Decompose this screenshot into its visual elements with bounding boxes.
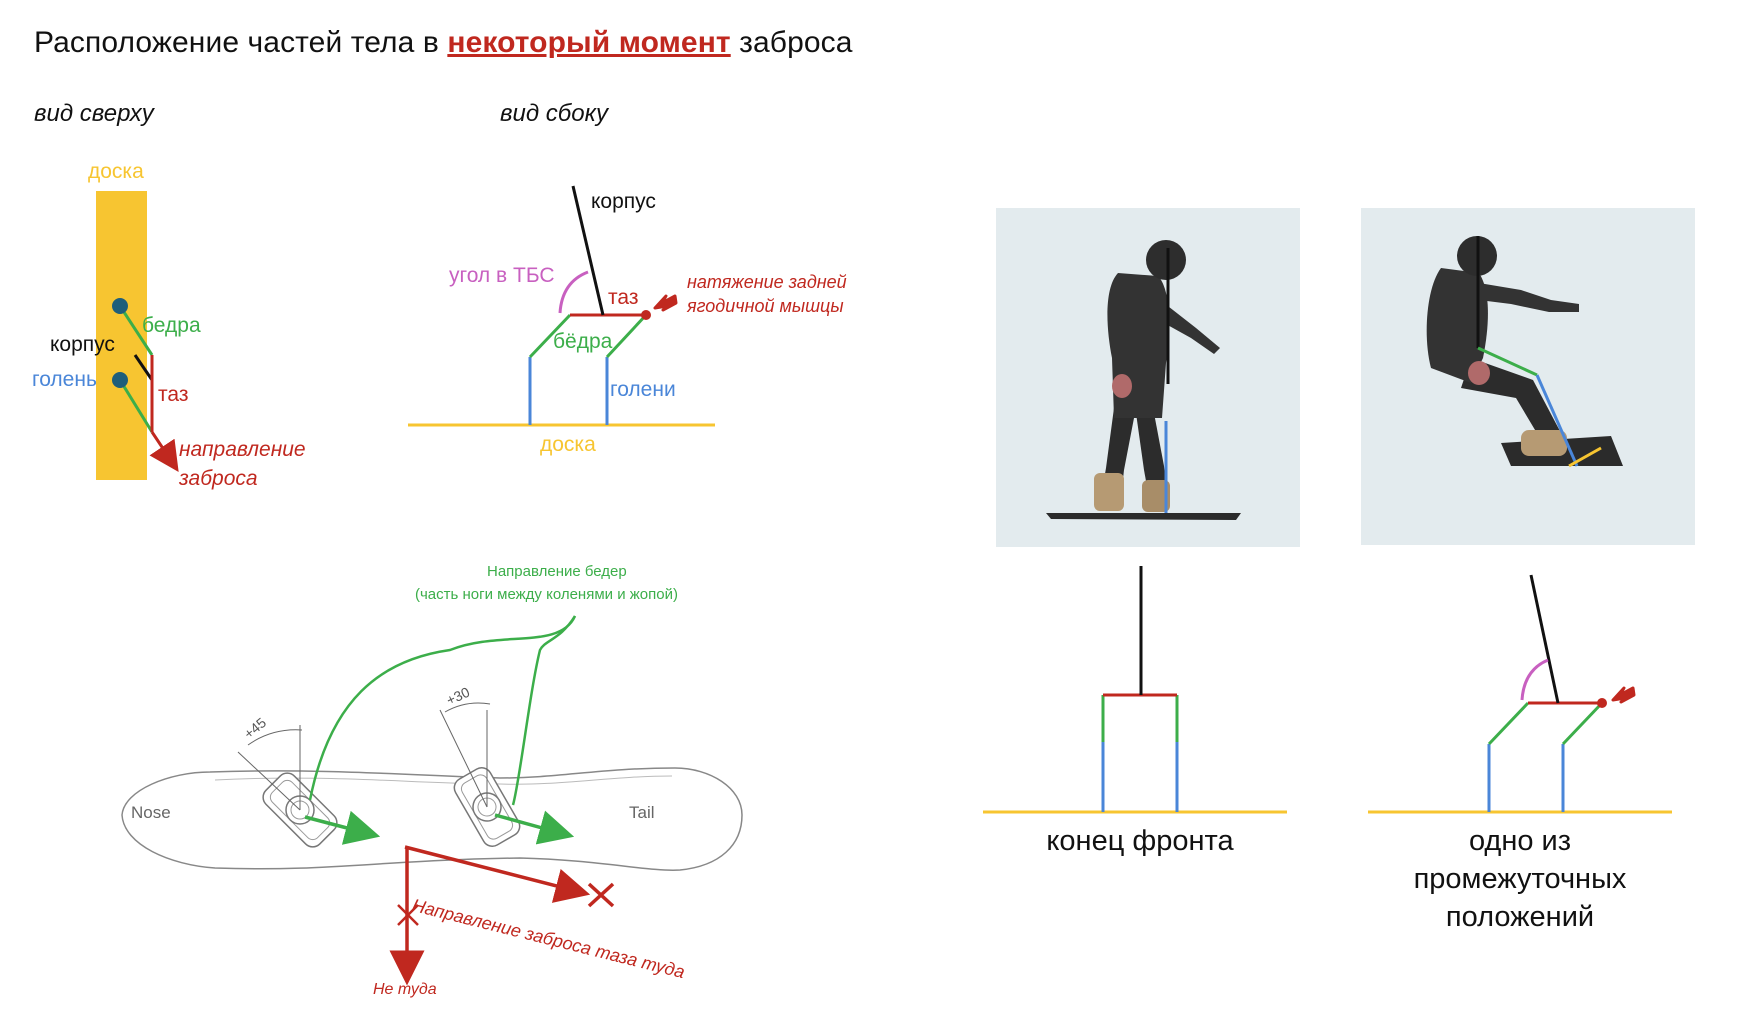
hips-direction-label-line1: Направление бедер	[487, 563, 627, 580]
pelvis-label-top: таз	[158, 383, 189, 406]
hips-label: бедра	[142, 314, 201, 337]
right-thigh-rear	[1561, 701, 1604, 746]
hips-pointer-curve-front	[308, 615, 577, 801]
hips-pointer-curve-rear	[511, 615, 577, 806]
rider-figure-right	[1426, 236, 1623, 468]
title-suffix: заброса	[730, 26, 853, 59]
angle-arc-rear	[444, 702, 491, 713]
tail-label: Tail	[629, 803, 655, 822]
top-view-subtitle: вид сверху	[34, 100, 154, 127]
direction-label-line2: заброса	[179, 467, 258, 490]
hips-direction-arrow-front	[304, 810, 381, 845]
hip-angle-arc	[558, 270, 589, 314]
board-label: доска	[88, 160, 144, 183]
cross-mark-throw	[587, 882, 615, 908]
board-label-side: доска	[540, 433, 596, 456]
side-view-subtitle: вид сбоку	[500, 100, 608, 127]
angle-guide-front-a	[237, 751, 301, 811]
thigh-line-front	[528, 313, 572, 359]
torso-line	[133, 354, 154, 381]
knee-joint-dot	[112, 372, 128, 388]
shins-label: голени	[610, 378, 676, 401]
caption-intermediate: одно из промежуточных положений	[1380, 822, 1660, 936]
torso-label-top: корпус	[50, 333, 115, 356]
angle-label: угол в ТБС	[449, 264, 555, 287]
right-thigh-front	[1487, 701, 1530, 746]
thighs-label: бёдра	[553, 330, 613, 353]
caption-intermediate-line1: одно из	[1468, 825, 1572, 857]
title-highlight: некоторый момент	[447, 26, 731, 59]
tension-label-line1: натяжение задней	[687, 272, 847, 292]
snowboard-outline	[121, 767, 743, 871]
title-prefix: Расположение частей тела в	[34, 26, 448, 59]
throw-direction-arrow	[404, 845, 591, 903]
photo-intermediate-position	[1361, 208, 1695, 545]
right-glute-arrow	[1611, 686, 1636, 704]
torso-label-side: корпус	[591, 190, 656, 213]
cross-mark-down	[397, 904, 419, 926]
hips-direction-arrow-rear	[494, 810, 575, 845]
angle-guide-rear-a	[439, 709, 488, 808]
angle-arc-front	[247, 729, 303, 746]
throw-direction-arrow	[149, 431, 179, 472]
right-torso	[1529, 574, 1560, 704]
rider-figure-left	[1046, 240, 1241, 520]
torso-line	[571, 185, 605, 316]
caption-intermediate-line2: промежуточных	[1413, 863, 1627, 895]
thigh-line-top	[118, 305, 154, 356]
not-there-label: Не туда	[373, 981, 437, 998]
tension-label-line2: ягодичной мышцы	[687, 296, 844, 316]
caption-end-of-front: конец фронта	[1046, 825, 1234, 857]
pelvis-label-side: таз	[608, 286, 639, 309]
caption-intermediate-line3: положений	[1445, 901, 1595, 933]
hip-joint-dot	[112, 298, 128, 314]
right-hip-angle-arc	[1520, 658, 1549, 701]
direction-label-line1: направление	[179, 438, 306, 461]
thigh-line-rear	[605, 313, 648, 359]
photo-end-of-front	[996, 208, 1300, 547]
glute-tension-arrow	[653, 294, 678, 312]
page-title: Расположение частей тела в некоторый мом…	[34, 26, 853, 60]
thigh-line-bottom	[118, 379, 154, 433]
hips-direction-label-line2: (часть ноги между коленями и жопой)	[415, 586, 678, 603]
glute-tension-dot	[641, 310, 651, 320]
shin-label: голень	[32, 368, 97, 391]
nose-label: Nose	[131, 803, 171, 822]
right-glute-dot	[1597, 698, 1607, 708]
